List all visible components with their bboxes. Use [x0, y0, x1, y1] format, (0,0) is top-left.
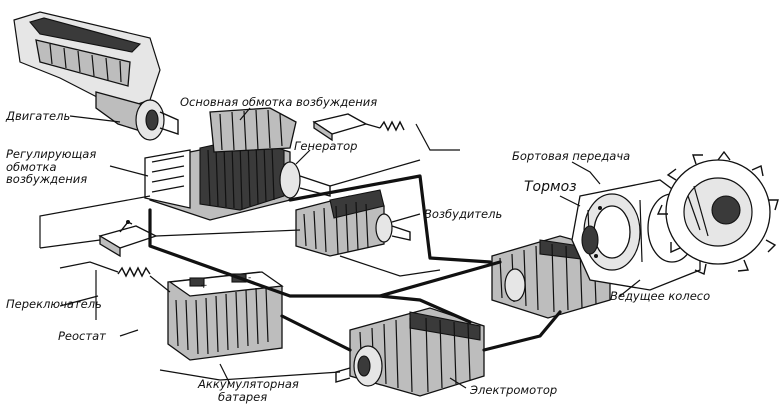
traction-motor-front-illustration [335, 307, 485, 397]
engine-illustration [13, 11, 179, 141]
label-battery-line-1: Аккумуляторная [198, 377, 299, 391]
svg-text:-: - [248, 273, 251, 283]
label-main-field-winding: Основная обмотка возбуждения [180, 95, 378, 109]
battery-illustration: + - [167, 271, 284, 361]
label-electric-motor: Электромотор [470, 383, 558, 397]
drive-wheel-illustration [656, 150, 779, 275]
wiring [39, 123, 562, 381]
label-brake: Тормоз [524, 179, 577, 195]
label-battery: Аккумуляторная батарея [198, 378, 299, 403]
generator-illustration [144, 107, 331, 221]
label-regulating-winding-line-3: возбуждения [6, 172, 88, 187]
rheostat-illustration [117, 120, 405, 278]
switch-illustration [98, 220, 158, 258]
leader-lines [59, 107, 641, 389]
label-rheostat: Реостат [58, 329, 106, 343]
label-regulating-winding-line-2: обмотка [6, 159, 57, 174]
svg-text:+: + [200, 281, 208, 291]
label-exciter: Возбудитель [424, 207, 503, 221]
exciter-illustration [295, 189, 411, 257]
label-regulating-winding: Регулирующая обмотка возбуждения [6, 148, 96, 186]
label-drive-wheel: Ведущее колесо [610, 289, 711, 303]
label-final-drive: Бортовая передача [512, 149, 631, 163]
label-switch: Переключатель [6, 297, 102, 311]
relay-illustration [312, 113, 368, 142]
label-regulating-winding-line-1: Регулирующая [6, 147, 97, 161]
label-engine: Двигатель [6, 109, 71, 123]
label-battery-line-2: батарея [218, 389, 268, 404]
label-generator: Генератор [294, 139, 358, 153]
